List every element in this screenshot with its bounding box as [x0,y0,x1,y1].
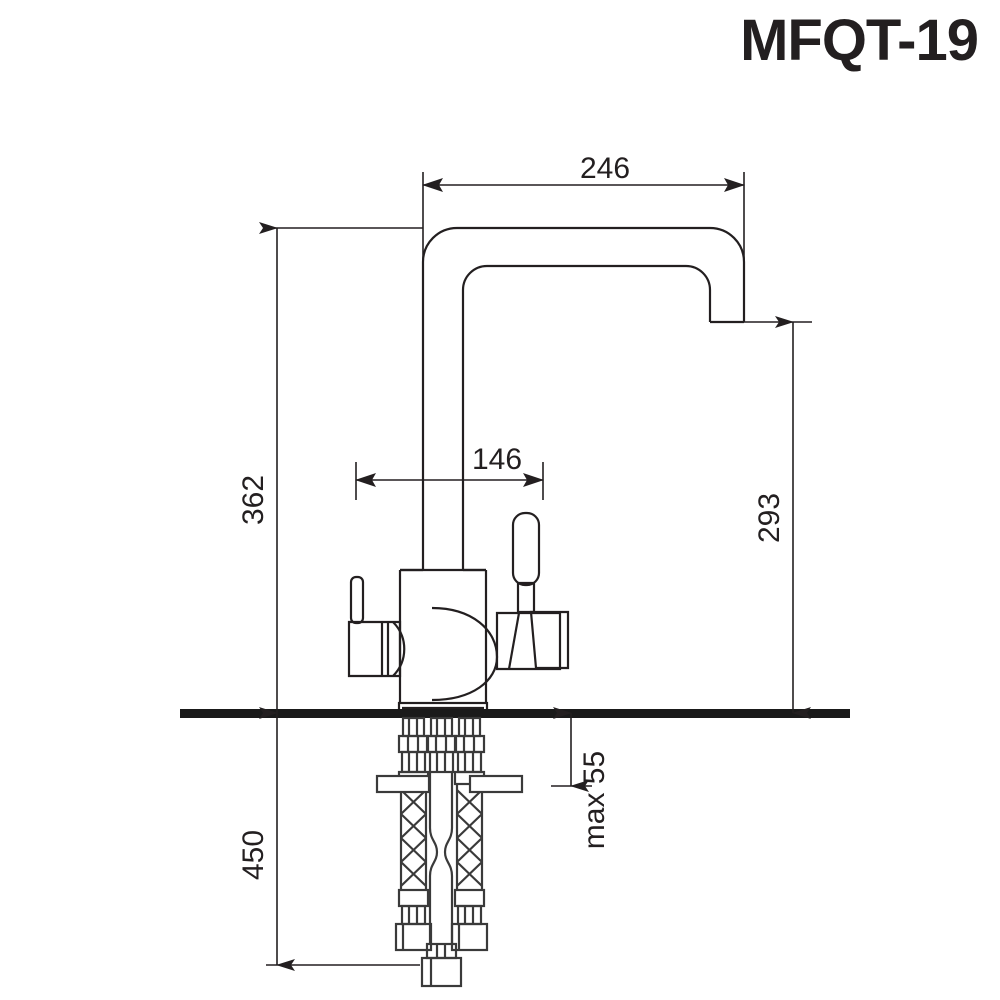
center-supply-tube [420,716,463,988]
dimension-lines [259,172,812,971]
left-supply-hose [375,716,433,952]
dim-label-max55: max 55 [578,751,611,849]
right-supply-hose [450,716,524,952]
dim-label-362: 362 [237,475,270,525]
body-dome-outline [431,606,499,702]
left-handle-base [347,620,402,678]
dim-label-146: 146 [472,443,522,476]
dimension-labels: 246 362 293 146 max 55 450 [237,152,786,880]
spout-inner-outline [461,264,712,570]
dim-label-293: 293 [753,493,786,543]
faucet-body-graphic [347,226,746,715]
dim-label-450: 450 [237,830,270,880]
dim-label-246: 246 [580,152,630,185]
right-handle-stem [516,581,536,614]
countertop-surface [180,709,850,718]
faucet-body-column [398,570,488,703]
right-handle-base-outer [529,610,570,670]
left-handle-curve [392,621,406,677]
right-handle-base [495,611,562,671]
right-handle-lever [511,511,541,587]
supply-hoses-graphic [375,716,524,988]
page-title: MFQT-19 [740,8,979,73]
spout-outer-outline [421,226,746,570]
right-handle-base-split [507,612,521,670]
left-handle-lever [349,575,365,625]
